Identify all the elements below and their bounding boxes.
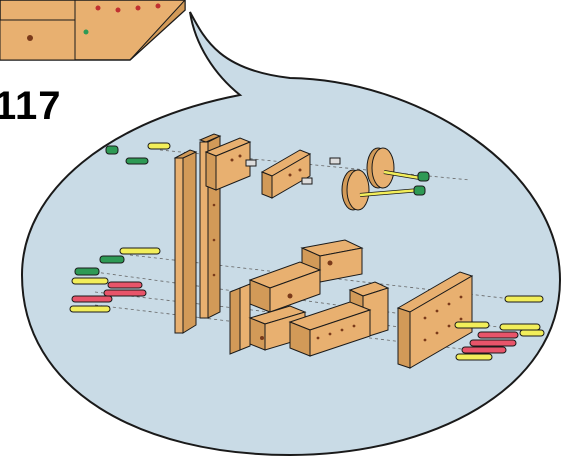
step-number: 117 [0, 84, 62, 129]
previous-step-box [0, 0, 185, 60]
screw-top [246, 160, 256, 166]
vertical-post-left [175, 150, 196, 333]
hole-marker [27, 35, 33, 41]
callout-bubble [22, 12, 560, 455]
